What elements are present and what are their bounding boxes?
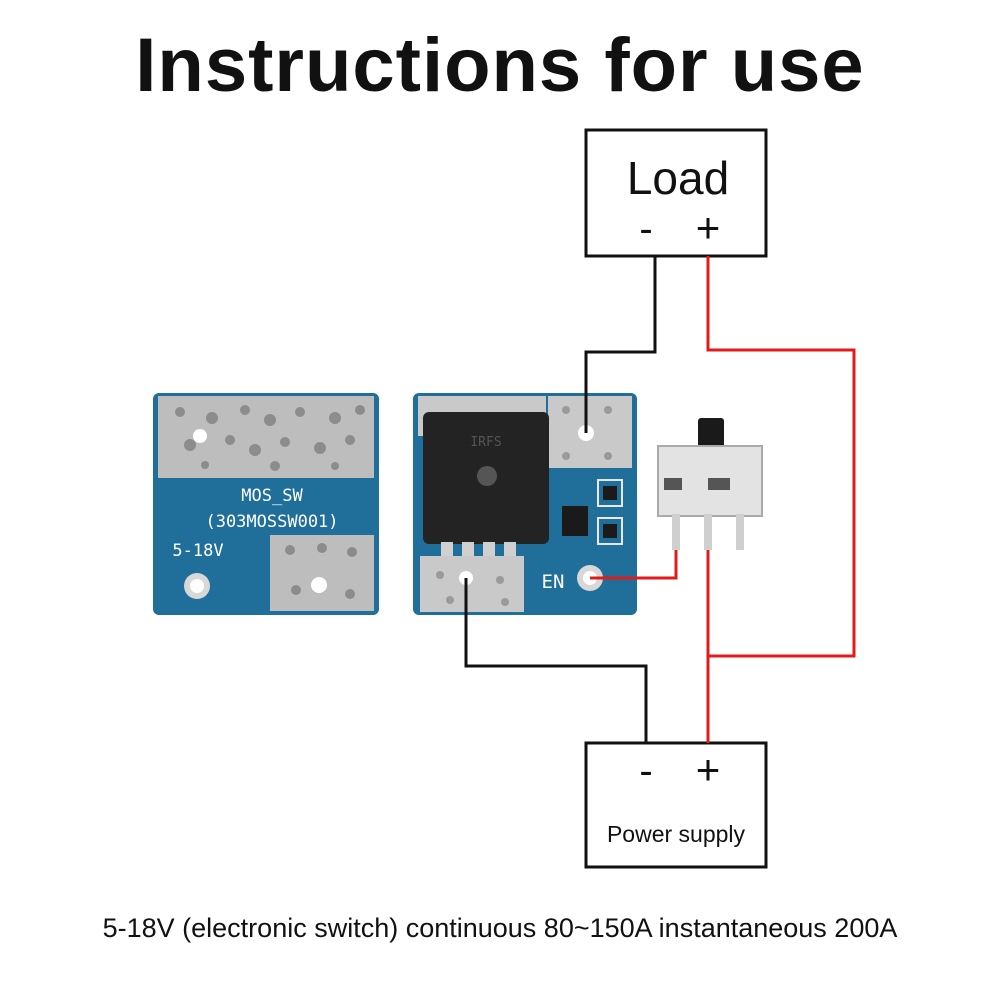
- power-label: Power supply: [607, 821, 746, 847]
- spec-footer: 5-18V (electronic switch) continuous 80~…: [102, 913, 898, 943]
- load-box: Load - +: [584, 128, 768, 258]
- load-plus: +: [696, 204, 721, 251]
- power-plus: +: [696, 746, 721, 793]
- board-name: MOS_SW: [241, 486, 303, 506]
- en-switch-wire: [590, 550, 678, 580]
- power-minus: -: [639, 749, 652, 793]
- load-negative-wire: [584, 256, 657, 433]
- svg-text:IRFS: IRFS: [470, 435, 501, 450]
- power-supply-box: - + Power supply: [584, 741, 768, 869]
- load-label: Load: [627, 152, 729, 204]
- load-positive-wire: [706, 256, 856, 658]
- slide-switch: [657, 418, 763, 550]
- power-negative-wire: [464, 578, 648, 743]
- page-title: Instructions for use: [135, 23, 865, 108]
- en-label: EN: [542, 571, 565, 593]
- load-minus: -: [639, 207, 652, 251]
- board-voltage: 5-18V: [172, 541, 223, 561]
- board-code: (303MOSSW001): [205, 512, 338, 532]
- pcb-board-front: IRFS EN: [413, 393, 637, 615]
- pcb-board-back: MOS_SW (303MOSSW001) 5-18V: [153, 393, 379, 615]
